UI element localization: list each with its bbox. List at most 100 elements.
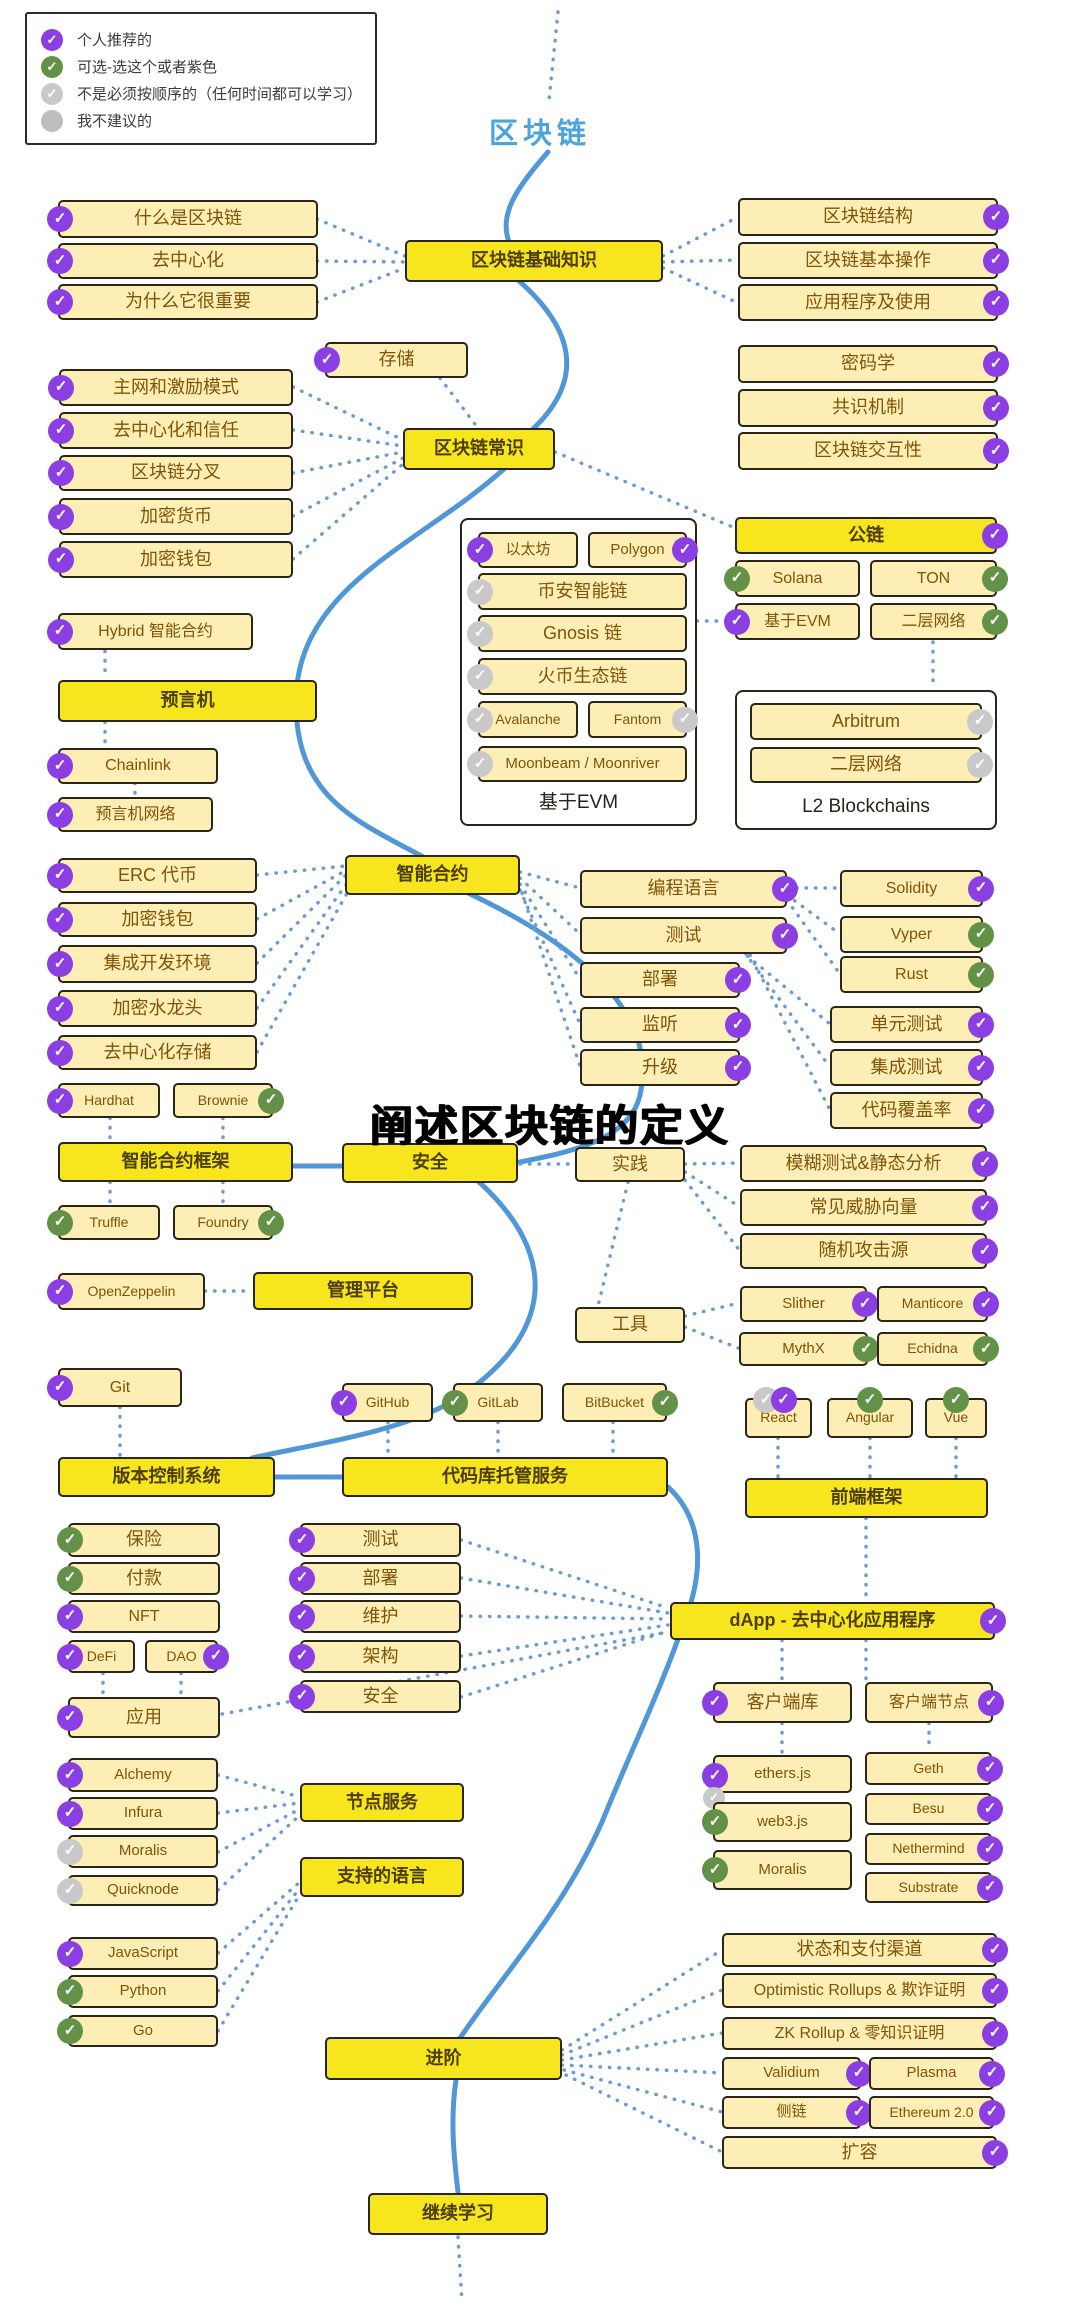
roadmap-node[interactable]: 集成开发环境✓ [47, 945, 257, 983]
roadmap-node[interactable]: Moralis✓ [57, 1835, 218, 1868]
roadmap-node[interactable]: Optimistic Rollups & 欺诈证明✓ [722, 1973, 1008, 2008]
roadmap-node[interactable]: 侧链✓ [722, 2096, 872, 2129]
roadmap-node[interactable]: DeFi✓ [57, 1640, 135, 1673]
roadmap-node[interactable]: GitHub✓ [331, 1383, 433, 1422]
node-blockchain-basics[interactable]: 区块链基础知识 [405, 240, 663, 282]
roadmap-node[interactable]: 部署✓ [289, 1562, 461, 1595]
roadmap-node[interactable]: 基于EVM✓ [724, 603, 860, 640]
roadmap-node[interactable]: Hybrid 智能合约✓ [47, 613, 253, 650]
roadmap-node[interactable]: 常见威胁向量✓ [740, 1189, 998, 1226]
roadmap-node[interactable]: Fantom✓ [588, 701, 698, 738]
roadmap-node[interactable]: Angular✓ [827, 1387, 913, 1438]
roadmap-node[interactable]: web3.js✓ [702, 1802, 852, 1842]
roadmap-node[interactable]: NFT✓ [57, 1600, 220, 1633]
node-public-chains[interactable]: 公链✓ [735, 517, 1008, 554]
roadmap-node[interactable]: 付款✓ [57, 1562, 220, 1595]
node-blockchain-general[interactable]: 区块链常识 [403, 428, 555, 470]
roadmap-node[interactable]: 加密水龙头✓ [47, 990, 257, 1027]
roadmap-node[interactable]: Hardhat✓ [47, 1083, 160, 1118]
roadmap-node[interactable]: Go✓ [57, 2015, 218, 2047]
node-supported-languages[interactable]: 支持的语言 [300, 1857, 464, 1897]
roadmap-node[interactable]: DAO✓ [145, 1640, 229, 1673]
roadmap-node[interactable]: Solana✓ [724, 560, 860, 597]
roadmap-node[interactable]: 二层网络✓ [870, 603, 1008, 640]
roadmap-node[interactable]: 架构✓ [289, 1640, 461, 1673]
roadmap-node[interactable]: Slither✓ [740, 1286, 878, 1322]
roadmap-node[interactable]: Foundry✓ [173, 1205, 284, 1240]
roadmap-node[interactable]: 区块链基本操作✓ [738, 242, 1009, 279]
roadmap-node[interactable]: Gnosis 链✓ [467, 615, 687, 652]
roadmap-node[interactable]: Arbitrum✓ [750, 703, 993, 740]
roadmap-node[interactable]: 随机攻击源✓ [740, 1233, 998, 1269]
roadmap-node[interactable]: React✓✓ [745, 1387, 812, 1438]
roadmap-node[interactable]: 区块链分叉✓ [48, 455, 293, 491]
roadmap-node[interactable]: 去中心化存储✓ [47, 1035, 257, 1070]
node-version-control[interactable]: 版本控制系统 [58, 1457, 275, 1497]
roadmap-node[interactable]: Ethereum 2.0✓ [869, 2096, 1005, 2129]
roadmap-node[interactable]: 安全✓ [289, 1680, 461, 1713]
roadmap-node[interactable]: JavaScript✓ [57, 1937, 218, 1970]
roadmap-node[interactable]: 模糊测试&静态分析✓ [740, 1145, 998, 1182]
roadmap-node[interactable]: Echidna✓ [877, 1332, 999, 1366]
node-advanced[interactable]: 进阶 [325, 2037, 562, 2080]
roadmap-node[interactable]: Manticore✓ [877, 1286, 999, 1322]
roadmap-node[interactable]: 预言机网络✓ [47, 797, 213, 832]
node-security[interactable]: 安全 [342, 1143, 518, 1183]
roadmap-node[interactable]: 加密钱包✓ [48, 541, 293, 578]
roadmap-node[interactable]: 维护✓ [289, 1600, 461, 1633]
roadmap-node[interactable]: 部署✓ [580, 962, 751, 998]
roadmap-node[interactable]: MythX✓ [739, 1332, 879, 1366]
roadmap-node[interactable]: Moralis✓ [702, 1850, 852, 1890]
node-smart-contract-frameworks[interactable]: 智能合约框架 [58, 1142, 293, 1182]
roadmap-node[interactable]: 去中心化和信任✓ [48, 412, 293, 449]
roadmap-node[interactable]: 应用程序及使用✓ [738, 284, 1009, 321]
roadmap-node[interactable]: 监听✓ [580, 1007, 751, 1043]
node-frontend-frameworks[interactable]: 前端框架 [745, 1478, 988, 1518]
roadmap-node[interactable]: 密码学✓ [738, 345, 1009, 383]
node-oracles[interactable]: 预言机 [58, 680, 317, 722]
roadmap-node[interactable]: 测试✓ [289, 1523, 461, 1557]
roadmap-node[interactable]: 区块链交互性✓ [738, 432, 1009, 470]
roadmap-node[interactable]: 二层网络✓ [750, 747, 993, 783]
roadmap-node[interactable]: 为什么它很重要✓ [47, 284, 318, 320]
roadmap-node[interactable]: Solidity✓ [840, 870, 994, 907]
roadmap-node[interactable]: Git✓ [47, 1368, 182, 1407]
roadmap-node[interactable]: 存储✓ [314, 342, 468, 378]
roadmap-node[interactable]: Substrate✓ [865, 1872, 1003, 1903]
roadmap-node[interactable]: ethers.js✓✓ [702, 1755, 852, 1809]
node-node-services[interactable]: 节点服务 [300, 1783, 464, 1822]
roadmap-node[interactable]: 加密货币✓ [48, 498, 293, 535]
roadmap-node[interactable]: Vyper✓ [840, 916, 994, 953]
roadmap-node[interactable]: 集成测试✓ [830, 1049, 994, 1086]
roadmap-node[interactable]: GitLab✓ [442, 1383, 543, 1422]
roadmap-node[interactable]: 共识机制✓ [738, 389, 1009, 427]
roadmap-node[interactable]: 扩容✓ [722, 2136, 1008, 2169]
roadmap-node[interactable]: Plasma✓ [869, 2057, 1005, 2090]
roadmap-node[interactable]: Vue✓ [925, 1387, 987, 1438]
roadmap-node[interactable]: Moonbeam / Moonriver✓ [467, 746, 687, 782]
roadmap-node[interactable]: 火币生态链✓ [467, 658, 687, 695]
roadmap-node[interactable]: Nethermind✓ [865, 1833, 1003, 1865]
roadmap-node[interactable]: Infura✓ [57, 1797, 218, 1830]
roadmap-node[interactable]: 实践 [575, 1147, 685, 1182]
roadmap-node[interactable]: 应用✓ [57, 1697, 220, 1738]
roadmap-node[interactable]: ZK Rollup & 零知识证明✓ [722, 2017, 1008, 2050]
roadmap-node[interactable]: TON✓ [870, 560, 1008, 597]
roadmap-node[interactable]: 状态和支付渠道✓ [722, 1933, 1008, 1967]
roadmap-node[interactable]: 升级✓ [580, 1049, 751, 1086]
roadmap-node[interactable]: 代码覆盖率✓ [830, 1092, 994, 1129]
roadmap-node[interactable]: Chainlink✓ [47, 748, 218, 784]
node-keep-learning[interactable]: 继续学习 [368, 2193, 548, 2235]
node-smart-contracts[interactable]: 智能合约 [345, 855, 520, 895]
roadmap-node[interactable]: 以太坊✓ [467, 532, 578, 568]
roadmap-node[interactable]: 客户端节点✓ [865, 1682, 1004, 1723]
roadmap-node[interactable]: ERC 代币✓ [47, 858, 257, 893]
roadmap-node[interactable]: OpenZeppelin✓ [47, 1273, 205, 1310]
node-repo-hosting[interactable]: 代码库托管服务 [342, 1457, 668, 1497]
roadmap-node[interactable]: Brownie✓ [173, 1083, 284, 1118]
roadmap-node[interactable]: 区块链结构✓ [738, 198, 1009, 236]
roadmap-node[interactable]: Polygon✓ [588, 532, 698, 568]
roadmap-node[interactable]: Avalanche✓ [467, 701, 578, 738]
roadmap-node[interactable]: 测试✓ [580, 917, 798, 954]
roadmap-node[interactable]: 加密钱包✓ [47, 902, 257, 937]
